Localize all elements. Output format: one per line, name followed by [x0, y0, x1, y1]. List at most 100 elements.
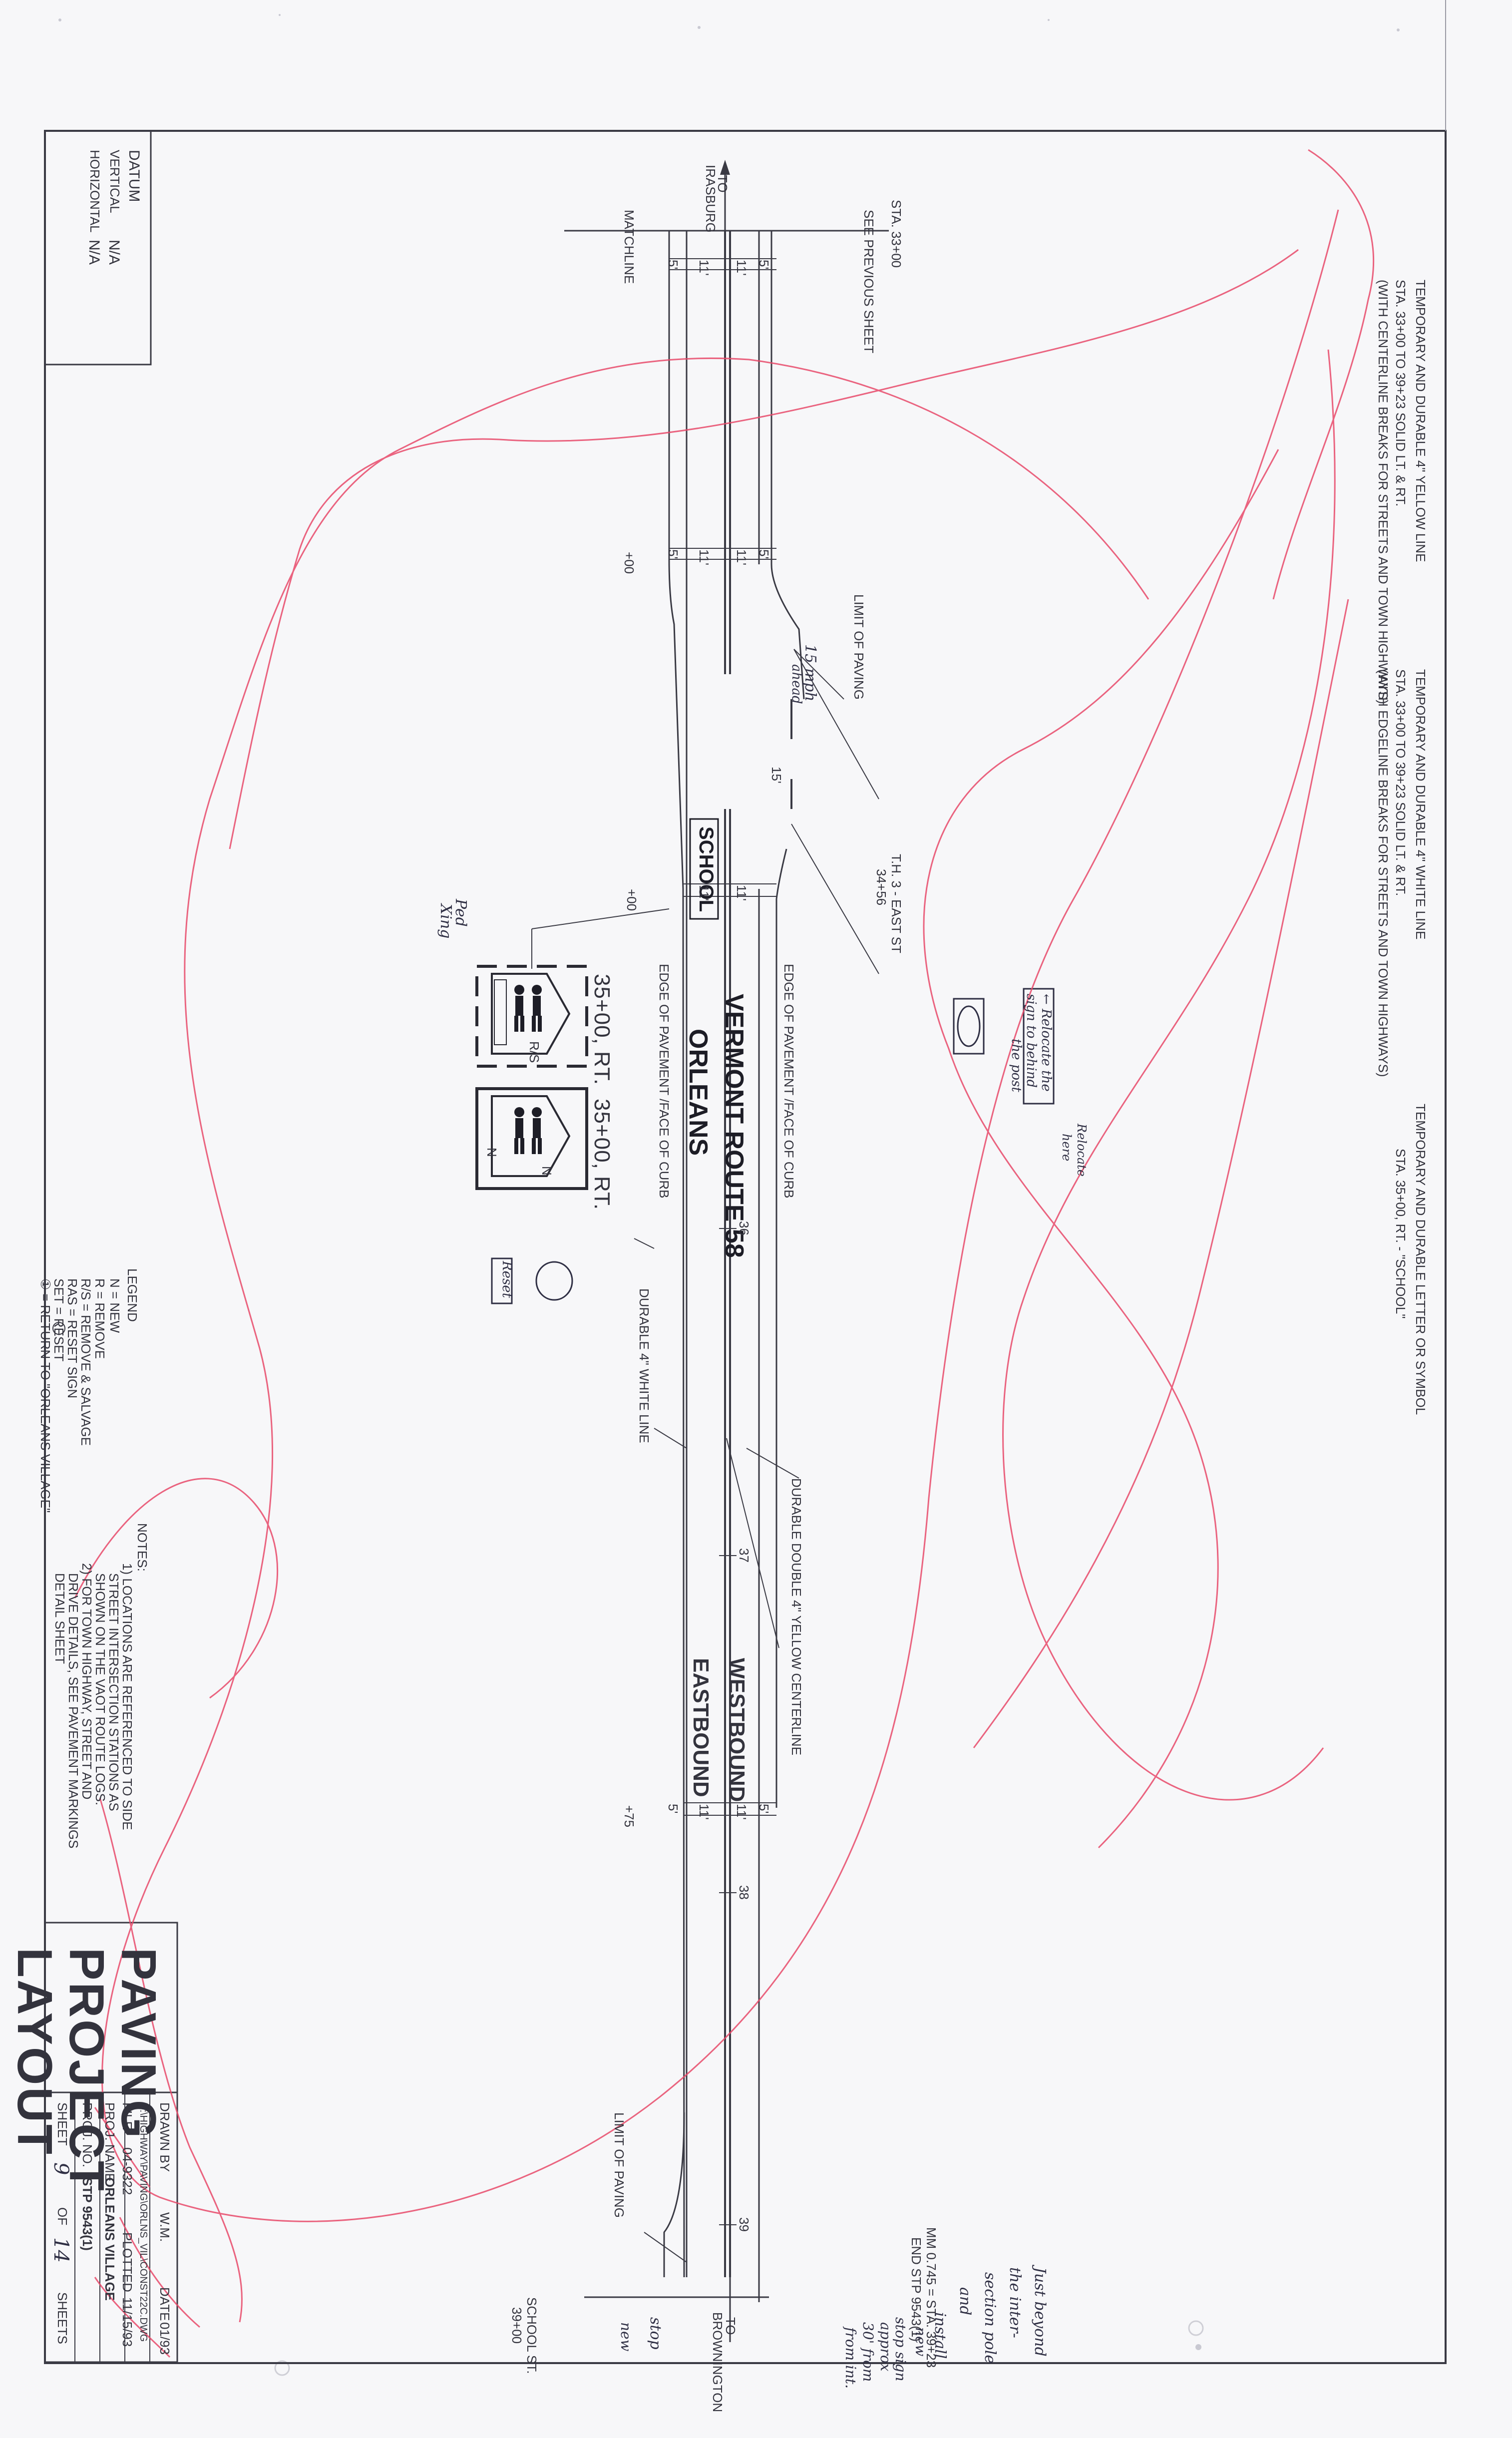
- notes-line-1: 1) LOCATIONS ARE REFERENCED TO SIDE: [120, 1563, 135, 1830]
- datum-vertical-value: N/A: [106, 240, 122, 265]
- sign-1-rs: R/S: [527, 1041, 542, 1063]
- edge-right-label: EDGE OF PAVEMENT /FACE OF CURB: [781, 964, 796, 1199]
- sheet-num: 9: [49, 2162, 72, 2175]
- station-ticks: [719, 1228, 737, 2225]
- title-line-3: LAYOUT: [7, 1948, 62, 2156]
- w-bot-3: 11': [734, 1804, 749, 1820]
- notes-line-3: SHOWN ON THE VAOT ROUTE LOGS.: [93, 1573, 108, 1806]
- title-line-2: PROJECT: [59, 1948, 114, 2193]
- note-yellow-sta: STA. 33+00 TO 39+23 SOLID LT. & RT.: [1393, 280, 1408, 507]
- legend-item-5: SET = RESET: [51, 1278, 66, 1362]
- eastbound-label: EASTBOUND: [689, 1658, 713, 1797]
- see-previous-label: SEE PREVIOUS SHEET: [861, 210, 876, 354]
- sign-2-sta: 35+00, RT.: [590, 1099, 614, 1211]
- w-sch-2: 11': [734, 885, 749, 901]
- date-label: DATE: [157, 2287, 172, 2321]
- legend-item-6: ① = RETURN TO "ORLEANS VILLAGE": [38, 1278, 53, 1513]
- datum-title: DATUM: [126, 150, 142, 202]
- note-white-title: TEMPORARY AND DURABLE 4" WHITE LINE: [1413, 669, 1428, 940]
- notes-title: NOTES:: [135, 1523, 150, 1572]
- school-st-label: SCHOOL ST.: [524, 2297, 539, 2374]
- legend-circle-icon: [52, 1322, 65, 1335]
- of-label: OF: [55, 2207, 70, 2226]
- hand-note-8: new: [618, 2322, 634, 2352]
- w-mid-3: 11': [734, 549, 749, 565]
- dimension-rows: [669, 258, 776, 1816]
- hand-note-6-5: install: [931, 2312, 949, 2359]
- w-top-3: 11': [734, 260, 749, 276]
- school-marking-box: [689, 818, 719, 920]
- sta-start: STA. 33+00: [889, 200, 904, 268]
- note-white-detail: (WITH EDGELINE BREAKS FOR STREETS AND TO…: [1376, 669, 1391, 1077]
- station-39: 39: [737, 2217, 752, 2232]
- durable-yellow-label: DURABLE DOUBLE 4" YELLOW CENTERLINE: [789, 1478, 804, 1755]
- hand-note-3b: sign to behind: [1024, 994, 1039, 1088]
- w-bot-4: 5': [756, 1804, 771, 1814]
- legend-item-1: N = NEW: [107, 1278, 122, 1333]
- datum-horizontal-label: HORIZONTAL: [87, 150, 102, 233]
- drawn-by-label: DRAWN BY: [157, 2102, 172, 2172]
- north-arrow-head: [720, 160, 730, 175]
- hand-note-3a: ← Relocate the: [1039, 994, 1054, 1092]
- file-label: FILE: [120, 2102, 135, 2130]
- w-mid-4: 5': [756, 549, 771, 559]
- matchline-label: MATCHLINE: [622, 210, 637, 284]
- info-box: [44, 2091, 178, 2363]
- hand-note-2b: Xing: [437, 904, 454, 939]
- hand-note-6-2: the inter-: [1006, 2267, 1024, 2338]
- note-yellow-detail: (WITH CENTERLINE BREAKS FOR STREETS AND …: [1376, 280, 1391, 704]
- route-shield-sketch-1: [953, 988, 1055, 1105]
- note-symbol-sta: STA. 35+00, RT. - "SCHOOL": [1393, 1149, 1408, 1319]
- dim-15: 15': [769, 767, 784, 784]
- sign-1-sta: 35+00, RT.: [590, 974, 614, 1086]
- sign-2-n2: N: [539, 1166, 554, 1176]
- note-symbol-title: TEMPORARY AND DURABLE LETTER OR SYMBOL: [1413, 1104, 1428, 1415]
- legend-item-2: R = REMOVE: [92, 1278, 107, 1359]
- sheet-border: [44, 130, 1447, 2364]
- notes-line-6: DETAIL SHEET: [52, 1573, 67, 1664]
- w-mid-1: 5': [666, 549, 681, 559]
- road-lines: [584, 231, 805, 2342]
- hand-note-6-4: and: [956, 2287, 974, 2316]
- limit-of-paving-bottom: LIMIT OF PAVING: [612, 2112, 627, 2218]
- hand-note-6-8: approx: [877, 2322, 894, 2372]
- w-top-4: 5': [756, 260, 771, 270]
- proj-name: ORLEANS VILLAGE: [102, 2177, 117, 2301]
- w-bot-2: 11': [697, 1804, 712, 1820]
- sheet-label: SHEET: [55, 2102, 70, 2146]
- scan-noise: [58, 14, 1400, 2376]
- hand-note-6-9: 30' from: [860, 2322, 876, 2382]
- proj-name-label: PROJ. NAME: [102, 2102, 117, 2182]
- sign-2-n1: N: [484, 1148, 499, 1157]
- hand-note-3c: the post: [1009, 1039, 1024, 1092]
- station-36: 36: [737, 1221, 752, 1235]
- sheet-title: PAVING PROJECT LAYOUT: [7, 1948, 166, 2193]
- school-st-sta: 39+00: [509, 2307, 524, 2344]
- hand-note-4b: here: [1060, 1134, 1074, 1162]
- route-shield-sketch-2: [491, 1257, 573, 1304]
- w-mid-2: 11': [697, 549, 712, 565]
- town-label: ORLEANS: [684, 1029, 713, 1156]
- station-37: 37: [737, 1548, 752, 1563]
- datum-horizontal-value: N/A: [86, 240, 102, 265]
- plotted-value: 11/15/93: [120, 2297, 135, 2347]
- legend-item-3: R/S = REMOVE & SALVAGE: [78, 1278, 93, 1446]
- hand-note-4a: Relocate: [1075, 1124, 1089, 1177]
- file-path: D:\HIGHWAY\PAVING\ORLNS_VIL\CONST22C.DWG: [138, 2102, 149, 2342]
- sheet-total: 14: [49, 2237, 72, 2263]
- title-line-1: PAVING: [111, 1948, 166, 2140]
- drawn-by-value: W.M.: [157, 2212, 172, 2242]
- leader-lines: [531, 649, 879, 2263]
- to-brownington: BROWNINGTON: [710, 2312, 725, 2413]
- sta-plus00b: +00: [624, 889, 639, 911]
- plotted-label: PLOTTED: [120, 2232, 135, 2292]
- sign-1: [475, 965, 588, 1068]
- datum-box: [44, 130, 152, 366]
- note-yellow-title: TEMPORARY AND DURABLE 4" YELLOW LINE: [1413, 280, 1428, 562]
- legend-item-4: RAS = RESET SIGN: [65, 1278, 80, 1399]
- station-38: 38: [737, 1885, 752, 1900]
- east-st-label: T.H. 3 - EAST ST: [889, 854, 904, 953]
- datum-vertical-label: VERTICAL: [107, 150, 122, 213]
- w-top-1: 5': [666, 260, 681, 270]
